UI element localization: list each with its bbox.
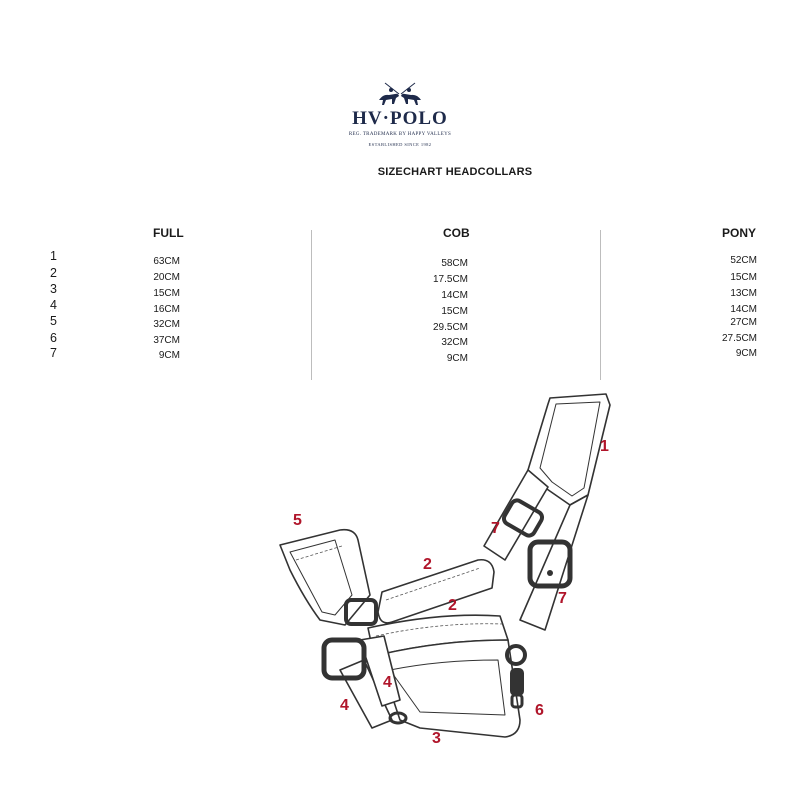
cheek-strap-left-2 bbox=[359, 635, 401, 707]
callout-label: 7 bbox=[558, 590, 567, 607]
brand-name: HV·POLO bbox=[352, 108, 448, 129]
full-value: 37CM bbox=[153, 335, 180, 346]
full-value: 9CM bbox=[158, 350, 180, 361]
pony-value: 14CM bbox=[730, 304, 757, 315]
full-value: 20CM bbox=[153, 272, 180, 283]
headcollar-diagram bbox=[279, 393, 611, 738]
cheek-strap-right bbox=[483, 469, 549, 561]
cob-value: 9CM bbox=[446, 353, 468, 364]
polo-players-icon bbox=[379, 82, 421, 105]
callout-label: 1 bbox=[600, 438, 609, 455]
row-number: 4 bbox=[50, 298, 57, 312]
column-divider bbox=[600, 230, 601, 380]
throat-strap bbox=[377, 558, 495, 624]
pony-value: 9CM bbox=[735, 348, 757, 359]
row-number: 5 bbox=[50, 314, 57, 328]
callout-label: 6 bbox=[535, 702, 544, 719]
row-number: 6 bbox=[50, 331, 57, 345]
callout-label: 5 bbox=[293, 512, 302, 529]
full-value: 32CM bbox=[153, 319, 180, 330]
row-number: 2 bbox=[50, 266, 57, 280]
callout-label: 2 bbox=[423, 556, 432, 573]
headpiece-left bbox=[279, 528, 371, 626]
snap-ring bbox=[505, 644, 527, 666]
callout-label: 3 bbox=[432, 730, 441, 747]
callout-label: 2 bbox=[448, 597, 457, 614]
column-divider bbox=[311, 230, 312, 380]
pony-value: 27.5CM bbox=[721, 333, 757, 344]
cob-value: 32CM bbox=[441, 337, 468, 348]
cob-value: 14CM bbox=[441, 290, 468, 301]
cob-value: 58CM bbox=[441, 258, 468, 269]
cob-value: 29.5CM bbox=[432, 322, 468, 333]
headpiece-left-inner bbox=[289, 539, 353, 616]
full-value: 63CM bbox=[153, 256, 180, 267]
full-value: 15CM bbox=[153, 288, 180, 299]
jaw-strap-inner bbox=[389, 659, 506, 716]
page-title: SIZECHART HEADCOLLARS bbox=[377, 166, 533, 178]
brand-logo: HV·POLO REG. TRADEMARK BY HAPPY VALLEYS … bbox=[340, 78, 460, 158]
pony-value: 13CM bbox=[730, 288, 757, 299]
callout-label: 4 bbox=[340, 697, 349, 714]
row-number: 7 bbox=[50, 346, 57, 360]
chin-ring bbox=[388, 711, 408, 725]
crown-strap-inner bbox=[539, 401, 601, 497]
pony-value: 15CM bbox=[730, 272, 757, 283]
column-header-cob: COB bbox=[443, 226, 470, 240]
snap-hook bbox=[510, 668, 524, 696]
brand-tagline: REG. TRADEMARK BY HAPPY VALLEYS bbox=[348, 132, 452, 137]
buckle bbox=[321, 637, 367, 681]
column-header-full: FULL bbox=[153, 226, 184, 240]
pony-value: 27CM bbox=[730, 317, 757, 328]
column-header-pony: PONY bbox=[722, 226, 757, 240]
callout-label: 4 bbox=[383, 674, 392, 691]
callout-label: 7 bbox=[491, 520, 500, 537]
full-value: 16CM bbox=[153, 304, 180, 315]
cob-value: 17.5CM bbox=[432, 274, 468, 285]
row-number: 1 bbox=[50, 249, 57, 263]
buckle bbox=[527, 539, 573, 589]
buckle bbox=[344, 598, 378, 626]
row-number: 3 bbox=[50, 282, 57, 296]
brand-established: ESTABLISHED SINCE 1982 bbox=[368, 142, 432, 147]
cheek-strap-right-2 bbox=[519, 494, 589, 631]
buckle bbox=[501, 498, 545, 538]
pony-value: 52CM bbox=[730, 255, 757, 266]
cob-value: 15CM bbox=[441, 306, 468, 317]
